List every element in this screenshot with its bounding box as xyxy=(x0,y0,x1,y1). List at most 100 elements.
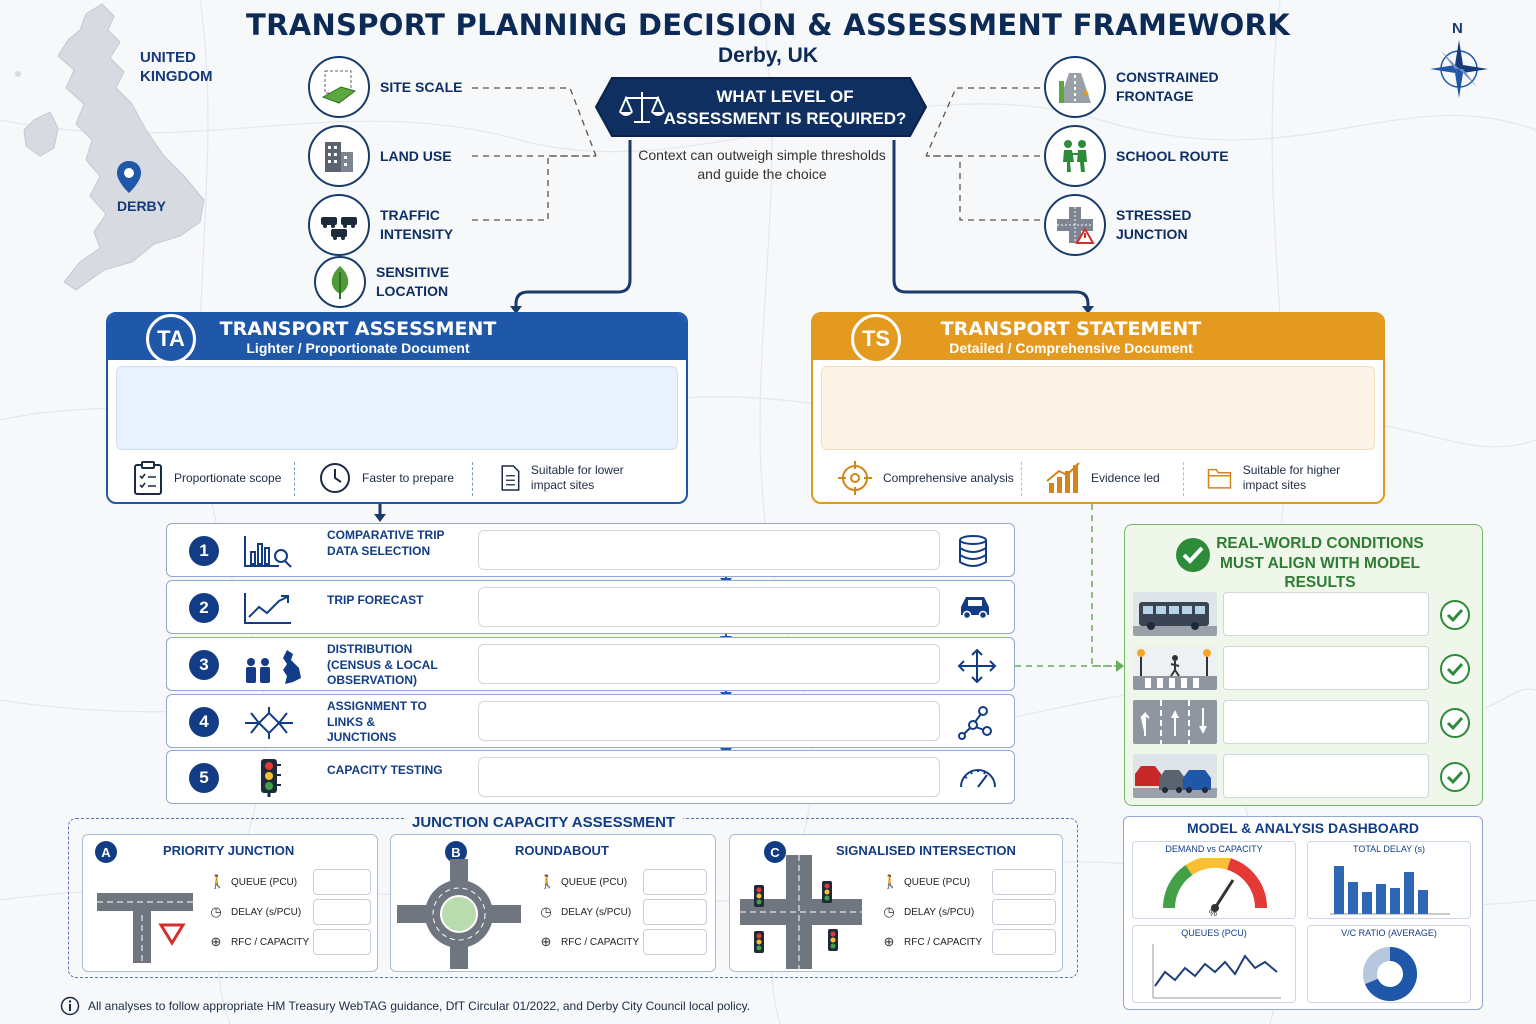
crosshair-icon: ⊕ xyxy=(210,934,222,949)
vc-ratio-card: V/C RATIO (AVERAGE) xyxy=(1307,925,1471,1003)
real-world-title: REAL-WORLD CONDITIONS MUST ALIGN WITH MO… xyxy=(1216,535,1424,591)
transport-assessment-panel: TA TRANSPORT ASSESSMENT Lighter / Propor… xyxy=(106,312,688,504)
step-1-input[interactable] xyxy=(478,530,940,570)
metric-rfc: ⊕RFC / CAPACITY xyxy=(210,934,310,949)
ts-feature-higher-impact: Suitable for higher impact sites xyxy=(1207,458,1367,498)
step-label: CAPACITY TESTING xyxy=(327,763,443,777)
step-label: ASSIGNMENT TO LINKS & JUNCTIONS xyxy=(327,699,427,744)
city-label: DERBY xyxy=(117,198,167,214)
cars-icon xyxy=(308,194,370,256)
bar-chart-search-icon xyxy=(244,536,292,568)
metric-queue: 🚶QUEUE (PCU) xyxy=(882,874,971,889)
ta-feature-proportionate: Proportionate scope xyxy=(132,458,281,498)
real-world-row-lanes xyxy=(1133,700,1476,746)
gauge-unit: % xyxy=(1209,908,1218,918)
road-constraint-icon xyxy=(1044,56,1106,118)
step-5: 5 CAPACITY TESTING xyxy=(166,750,1015,804)
factor-sensitive-location: SENSITIVE LOCATION xyxy=(314,256,496,308)
ts-content-area xyxy=(821,366,1375,450)
ts-feature-evidence: Evidence led xyxy=(1045,458,1160,498)
metric-queue: 🚶QUEUE (PCU) xyxy=(209,874,298,889)
compass-rose-icon xyxy=(1430,40,1488,98)
junction-warning-icon xyxy=(1044,194,1106,256)
traffic-queue-icon xyxy=(1133,754,1217,798)
total-delay-card: TOTAL DELAY (s) xyxy=(1307,841,1471,919)
step-number: 5 xyxy=(189,763,219,793)
step-2-input[interactable] xyxy=(478,587,940,627)
junction-title: PRIORITY JUNCTION xyxy=(163,843,295,858)
real-world-lanes-input[interactable] xyxy=(1223,700,1429,744)
location-pin-icon xyxy=(117,161,141,193)
ta-feature-lower-impact: Suitable for lower impact sites xyxy=(500,458,650,498)
step-3: 3 DISTRIBUTION (CENSUS & LOCAL OBSERVATI… xyxy=(166,637,1015,691)
model-dashboard: MODEL & ANALYSIS DASHBOARD DEMAND vs CAP… xyxy=(1123,816,1483,1010)
card-label: V/C RATIO (AVERAGE) xyxy=(1341,928,1437,938)
signalised-rfc-input[interactable] xyxy=(992,929,1056,955)
info-icon xyxy=(60,996,80,1016)
vc-donut-chart xyxy=(1363,947,1418,1001)
real-world-traffic-input[interactable] xyxy=(1223,754,1429,798)
building-icon xyxy=(308,125,370,187)
factor-land-use: LAND USE xyxy=(308,125,500,187)
question-note: Context can outweigh simple thresholds a… xyxy=(638,147,886,182)
feature-label: Suitable for higher impact sites xyxy=(1242,463,1341,492)
step-5-input[interactable] xyxy=(478,757,940,797)
signalised-delay-input[interactable] xyxy=(992,899,1056,925)
compass-north-label: N xyxy=(1452,20,1463,37)
clock-icon: ◷ xyxy=(540,904,552,919)
priority-queue-input[interactable] xyxy=(313,869,371,895)
priority-junction-icon xyxy=(97,893,193,963)
step-label: COMPARATIVE TRIP DATA SELECTION xyxy=(327,528,445,558)
check-icon xyxy=(1440,600,1470,630)
country-label: UNITED KINGDOM xyxy=(140,49,213,85)
roundabout-delay-input[interactable] xyxy=(643,899,707,925)
real-world-crossing-input[interactable] xyxy=(1223,646,1429,690)
pedestrian-crossing-icon xyxy=(1133,646,1217,690)
gauge-icon xyxy=(1162,858,1268,912)
priority-rfc-input[interactable] xyxy=(313,929,371,955)
page-title: TRANSPORT PLANNING DECISION & ASSESSMENT… xyxy=(246,8,1290,42)
ts-title: TRANSPORT STATEMENT xyxy=(940,318,1202,340)
step-1: 1 COMPARATIVE TRIP DATA SELECTION xyxy=(166,523,1015,577)
check-circle-icon xyxy=(1176,538,1210,572)
roundabout-queue-input[interactable] xyxy=(643,869,707,895)
junction-title: SIGNALISED INTERSECTION xyxy=(836,843,1016,858)
crosshair-icon: ⊕ xyxy=(540,934,552,949)
children-icon xyxy=(1044,125,1106,187)
car-icon xyxy=(961,597,989,620)
factor-constrained-frontage: CONSTRAINED FRONTAGE xyxy=(1044,56,1236,118)
clock-icon xyxy=(320,463,350,493)
step-4-input[interactable] xyxy=(478,701,940,741)
feature-label: Suitable for lower impact sites xyxy=(530,463,624,492)
signalised-queue-input[interactable] xyxy=(992,869,1056,895)
step-3-input[interactable] xyxy=(478,644,940,684)
metric-rfc: ⊕RFC / CAPACITY xyxy=(883,934,983,949)
junction-title: ROUNDABOUT xyxy=(515,843,609,858)
real-world-row-bus xyxy=(1133,592,1476,638)
network-icon xyxy=(958,706,992,740)
leaf-icon xyxy=(314,256,366,308)
queues-card: QUEUES (PCU) xyxy=(1132,925,1296,1003)
roundabout-rfc-input[interactable] xyxy=(643,929,707,955)
metric-rfc: ⊕RFC / CAPACITY xyxy=(540,934,640,949)
folder-icon xyxy=(1207,468,1232,489)
junction-card-signalised: C SIGNALISED INTERSECTION 🚶QUEUE (PCU) ◷… xyxy=(729,834,1063,972)
junction-badge: B xyxy=(445,841,467,863)
document-icon xyxy=(501,465,520,491)
step-4: 4 ASSIGNMENT TO LINKS & JUNCTIONS xyxy=(166,694,1015,748)
traffic-light-icon xyxy=(261,759,281,797)
clock-icon: ◷ xyxy=(210,904,222,919)
target-icon xyxy=(838,461,872,495)
metric-delay: ◷DELAY (s/PCU) xyxy=(883,904,975,919)
priority-delay-input[interactable] xyxy=(313,899,371,925)
assessment-question-box xyxy=(594,77,928,137)
real-world-bus-input[interactable] xyxy=(1223,592,1429,636)
factor-label: STRESSED JUNCTION xyxy=(1116,207,1192,242)
site-scale-icon xyxy=(308,56,370,118)
road-lanes-icon xyxy=(1133,700,1217,744)
factor-label: CONSTRAINED FRONTAGE xyxy=(1116,69,1219,104)
ta-subtitle: Lighter / Proportionate Document xyxy=(246,340,470,356)
clock-icon: ◷ xyxy=(883,904,895,919)
junction-card-priority: A PRIORITY JUNCTION 🚶QUEUE (PCU) ◷DELAY … xyxy=(82,834,378,972)
roundabout-icon xyxy=(397,859,521,969)
